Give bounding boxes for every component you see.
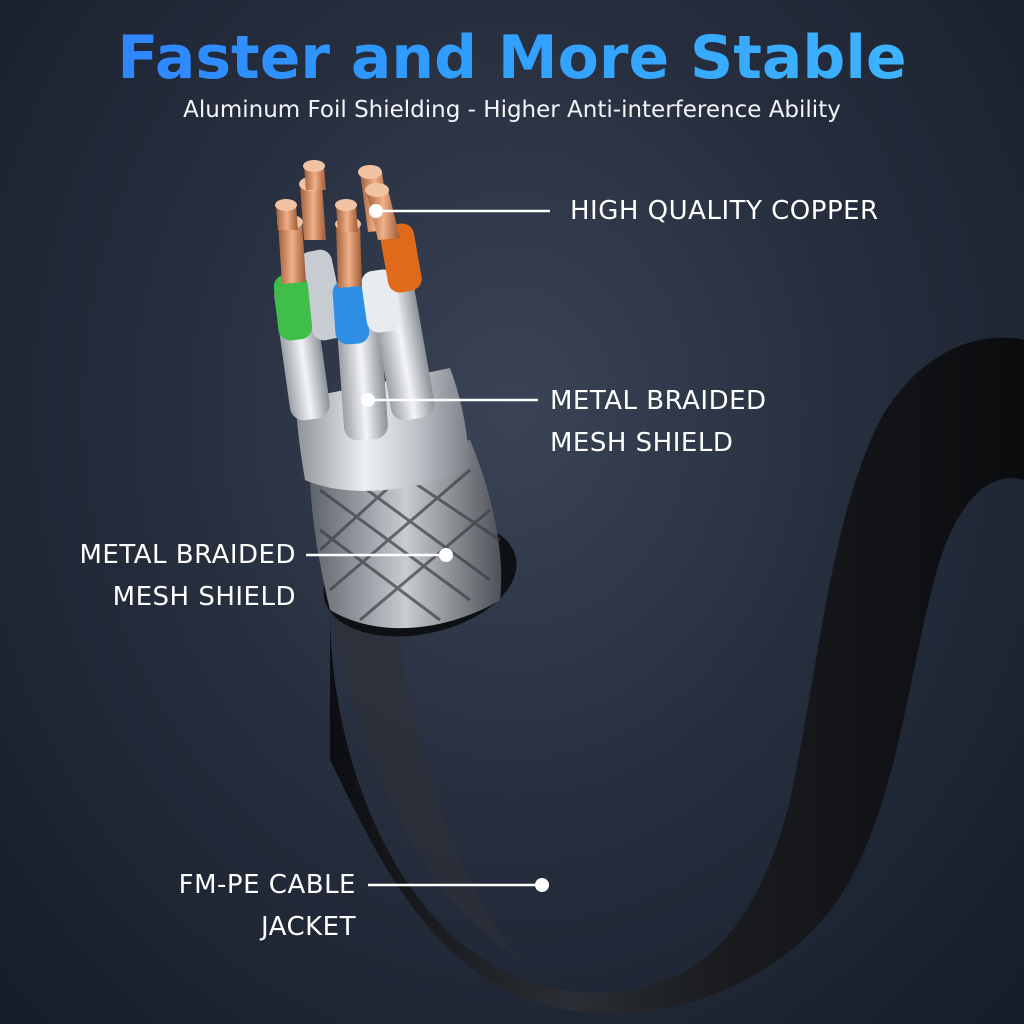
callout-leader-jacket	[368, 878, 549, 892]
page-title: Faster and More Stable	[0, 18, 1024, 98]
callout-label: METAL BRAIDED	[79, 540, 296, 570]
wire-blue	[332, 279, 370, 345]
callout-high-quality-copper: HIGH QUALITY COPPER	[570, 190, 879, 232]
wire-green	[273, 273, 313, 341]
callout-fm-pe-cable-jacket: FM-PE CABLE JACKET	[100, 864, 356, 948]
callout-leader-braid-right	[361, 393, 538, 407]
callout-leader-copper	[369, 204, 550, 218]
callout-label: JACKET	[260, 912, 356, 942]
callout-label: MESH SHIELD	[112, 582, 296, 612]
callout-label: METAL BRAIDED	[550, 386, 767, 416]
callout-leader-braid-left	[306, 548, 453, 562]
cable-jacket	[330, 337, 1024, 1014]
callout-metal-braided-mesh-shield-left: METAL BRAIDED MESH SHIELD	[40, 534, 296, 618]
copper-conductors	[275, 160, 400, 288]
callout-label: FM-PE CABLE	[178, 870, 356, 900]
wire-orange	[380, 223, 422, 293]
page-subtitle: Aluminum Foil Shielding - Higher Anti-in…	[183, 97, 841, 123]
callout-metal-braided-mesh-shield-right: METAL BRAIDED MESH SHIELD	[550, 380, 767, 464]
callout-label: HIGH QUALITY COPPER	[570, 196, 879, 226]
callout-label: MESH SHIELD	[550, 428, 734, 458]
